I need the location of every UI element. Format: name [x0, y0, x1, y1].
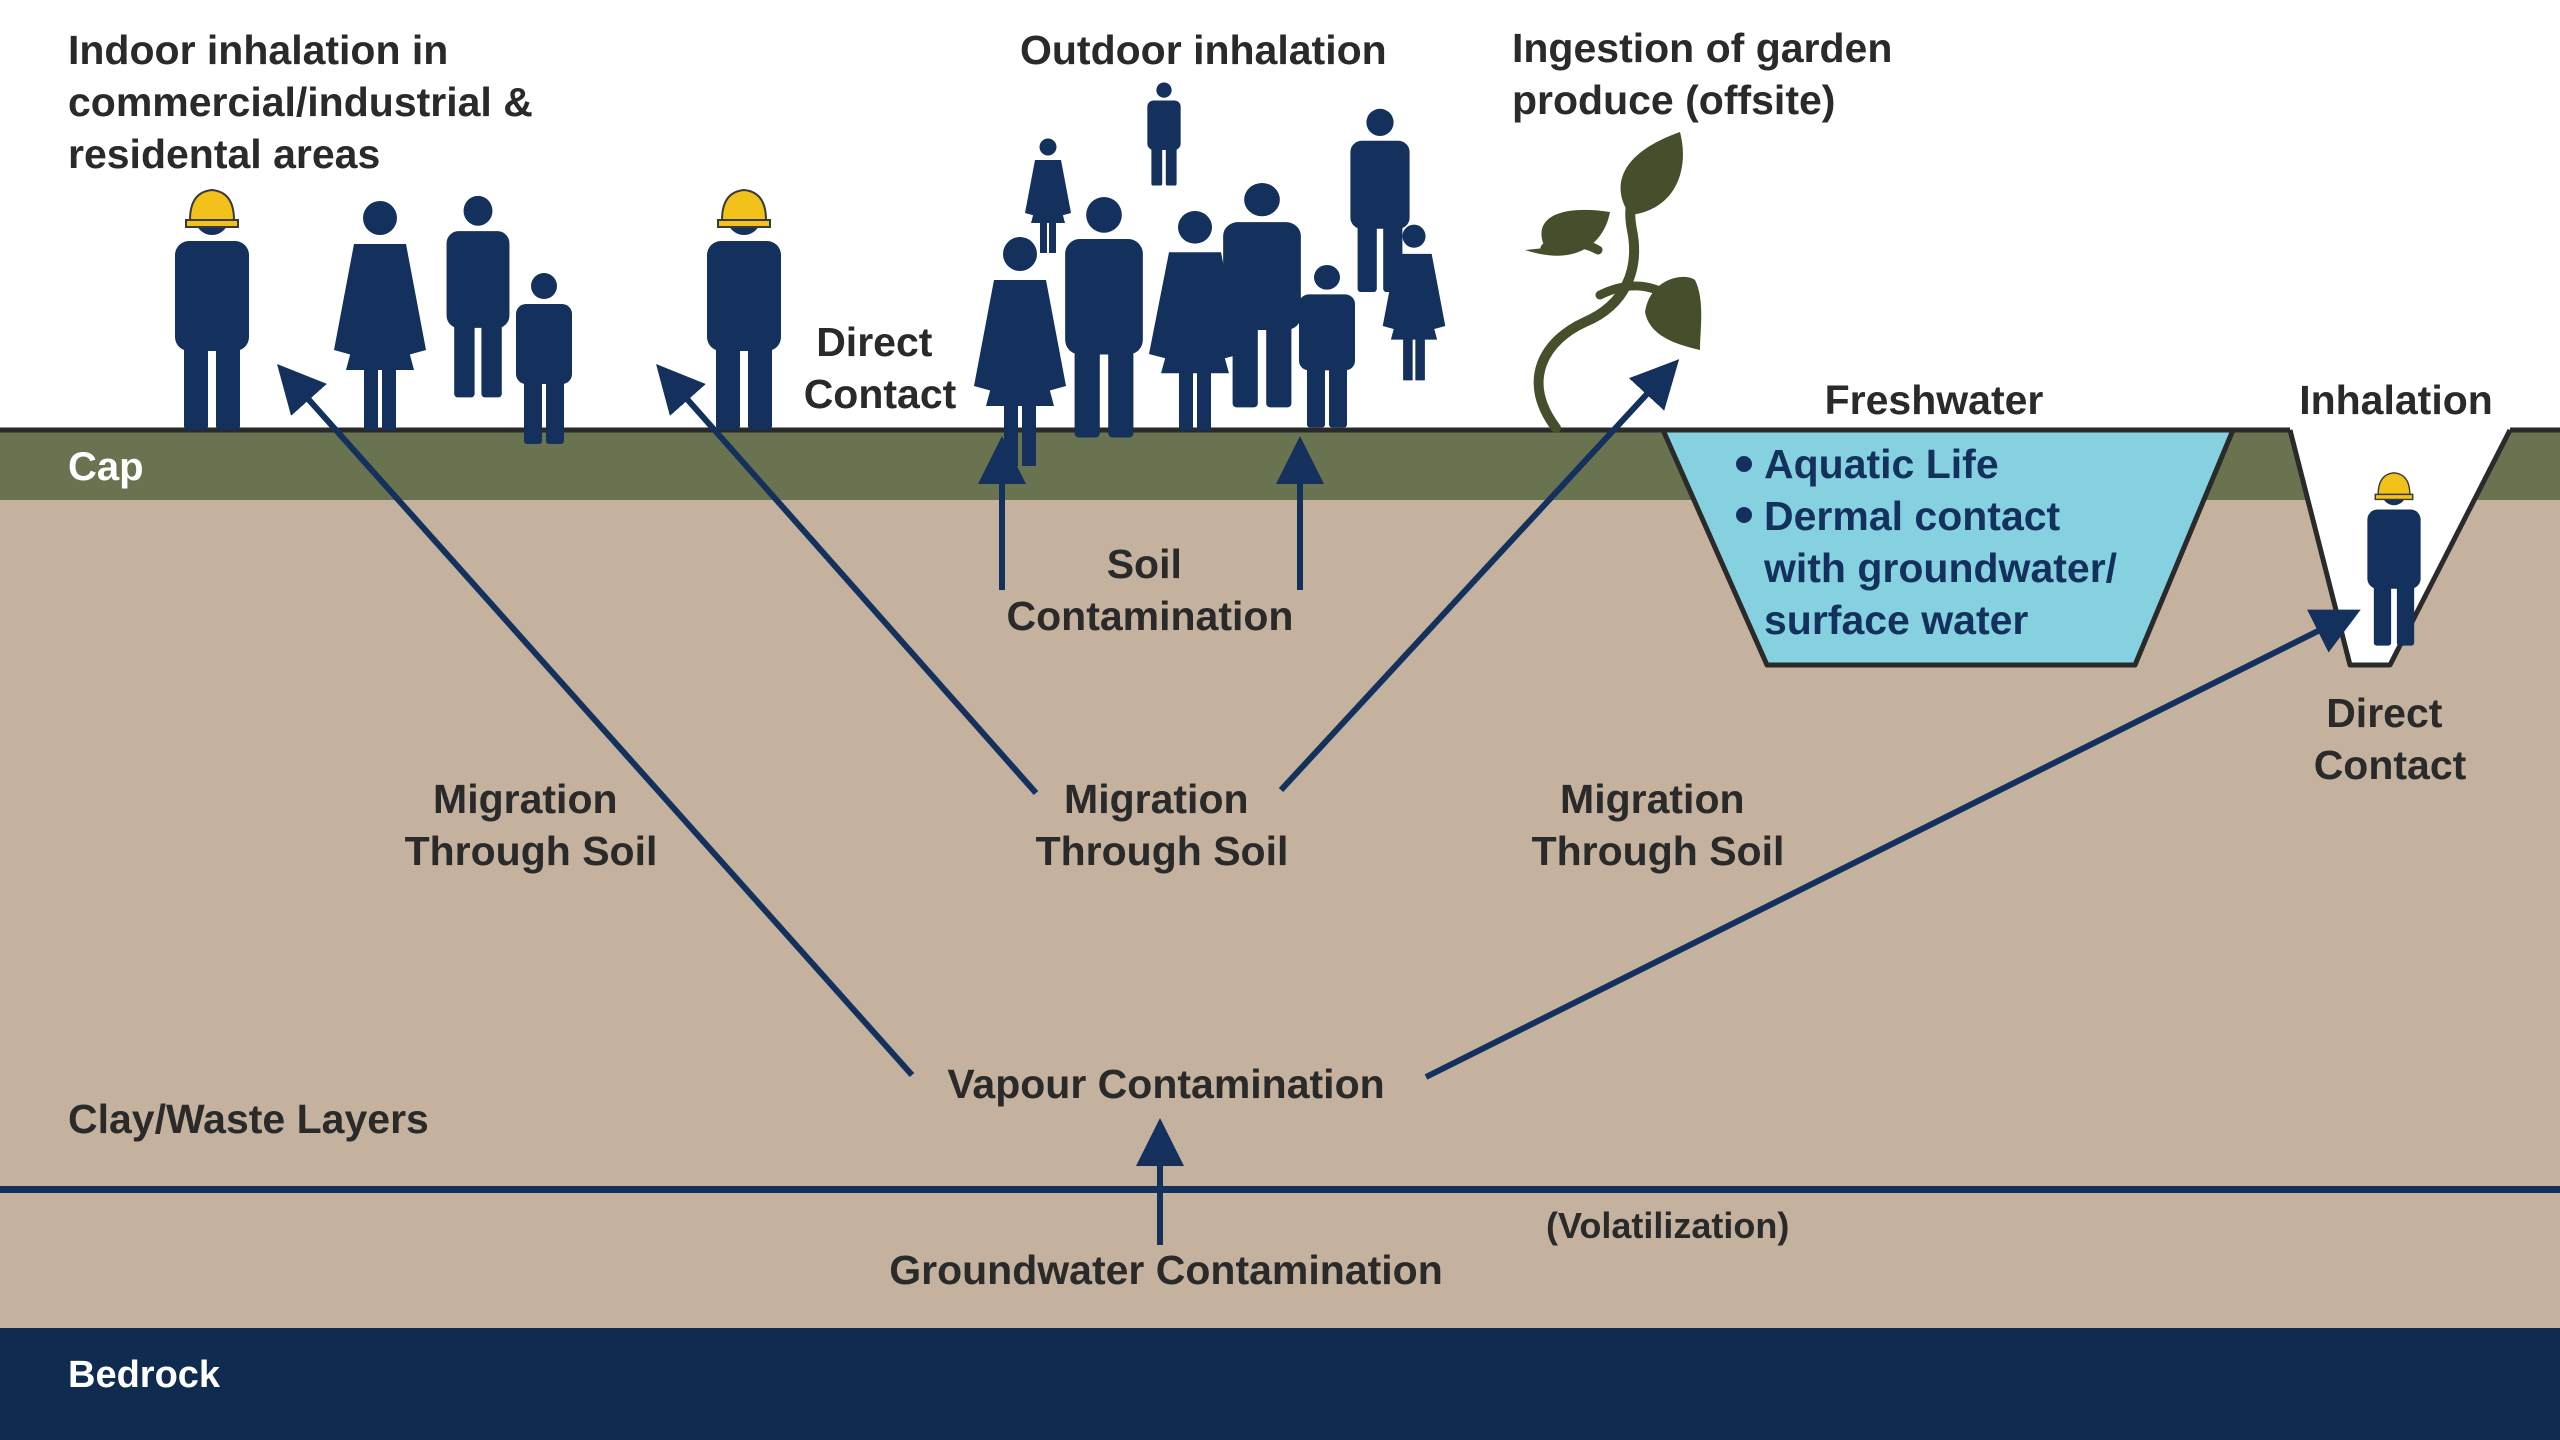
vapour-contamination-label: Vapour Contamination — [947, 1061, 1384, 1107]
arrow-migration-to-plant — [1278, 359, 1680, 793]
volatilization-label: (Volatilization) — [1546, 1205, 1789, 1246]
direct-contact-label: Direct Contact — [804, 319, 957, 417]
migration-center-line1: Migration — [1064, 776, 1248, 822]
migration-left-line1: Migration — [433, 776, 617, 822]
migration-right-line2: Through Soil — [1532, 828, 1785, 874]
soil-contamination-label: Soil Contamination — [1007, 541, 1294, 639]
man-icon — [1223, 182, 1301, 408]
indoor-heading-line3: residental areas — [68, 131, 380, 177]
direct-contact-line1: Direct — [816, 319, 933, 365]
indoor-heading-line1: Indoor inhalation in — [68, 27, 448, 73]
migration-left-line2: Through Soil — [405, 828, 658, 874]
cap-layer-label: Cap — [68, 445, 144, 489]
bullet-dermal-contact: Dermal contact with groundwater/ surface… — [1763, 493, 2128, 643]
woman-icon — [334, 201, 426, 430]
direct-contact-pit-line2: Contact — [2314, 742, 2467, 788]
man-icon — [446, 195, 510, 398]
migration-label-right: Migration Through Soil — [1532, 776, 1785, 874]
arrow-vapour-to-indoor — [277, 364, 915, 1077]
indoor-heading-line2: commercial/industrial & — [68, 79, 533, 125]
soil-contamination-line2: Contamination — [1007, 593, 1294, 639]
man-icon — [1147, 82, 1181, 186]
direct-contact-line2: Contact — [804, 371, 957, 417]
groundwater-contamination-label: Groundwater Contamination — [889, 1247, 1443, 1293]
direct-contact-pit-line1: Direct — [2326, 690, 2443, 736]
ingestion-heading-line1: Ingestion of garden — [1512, 25, 1892, 71]
child-icon — [516, 273, 572, 444]
inhalation-heading: Inhalation — [2299, 377, 2493, 423]
hardhat-worker-icon — [707, 188, 781, 430]
child-icon — [1299, 264, 1355, 428]
indoor-inhalation-heading: Indoor inhalation in commercial/industri… — [68, 27, 544, 177]
migration-center-line2: Through Soil — [1036, 828, 1289, 874]
hardhat-worker-icon — [175, 188, 249, 430]
groundwater-line — [0, 1186, 2560, 1193]
arrow-migration-to-worker — [656, 364, 1039, 795]
freshwater-heading: Freshwater — [1825, 377, 2044, 423]
bedrock-layer-label: Bedrock — [68, 1354, 221, 1396]
migration-right-line1: Migration — [1560, 776, 1744, 822]
soil-contamination-line1: Soil — [1107, 541, 1182, 587]
hardhat-worker-icon — [2367, 472, 2421, 646]
bullet-dot — [1736, 456, 1752, 472]
clay-layer-label: Clay/Waste Layers — [68, 1096, 429, 1142]
bullet-aquatic-life: Aquatic Life — [1764, 441, 1999, 487]
dermal-line2: with groundwater/ — [1763, 545, 2117, 591]
migration-label-left: Migration Through Soil — [405, 776, 658, 874]
bedrock-layer — [0, 1328, 2560, 1440]
direct-contact-pit-label: Direct Contact — [2314, 690, 2467, 788]
woman-icon — [1025, 138, 1071, 253]
arrow-vapour-to-pit — [1424, 609, 2361, 1080]
seedling-icon — [1525, 132, 1702, 433]
dermal-line1: Dermal contact — [1764, 493, 2061, 539]
migration-label-center: Migration Through Soil — [1036, 776, 1289, 874]
outdoor-inhalation-heading: Outdoor inhalation — [1020, 27, 1387, 73]
ingestion-heading-line2: produce (offsite) — [1512, 77, 1835, 123]
ingestion-heading: Ingestion of garden produce (offsite) — [1512, 25, 1904, 123]
man-icon — [1065, 197, 1143, 438]
bullet-dot — [1736, 507, 1752, 523]
freshwater-pond — [1660, 427, 2236, 668]
dermal-line3: surface water — [1764, 597, 2028, 643]
